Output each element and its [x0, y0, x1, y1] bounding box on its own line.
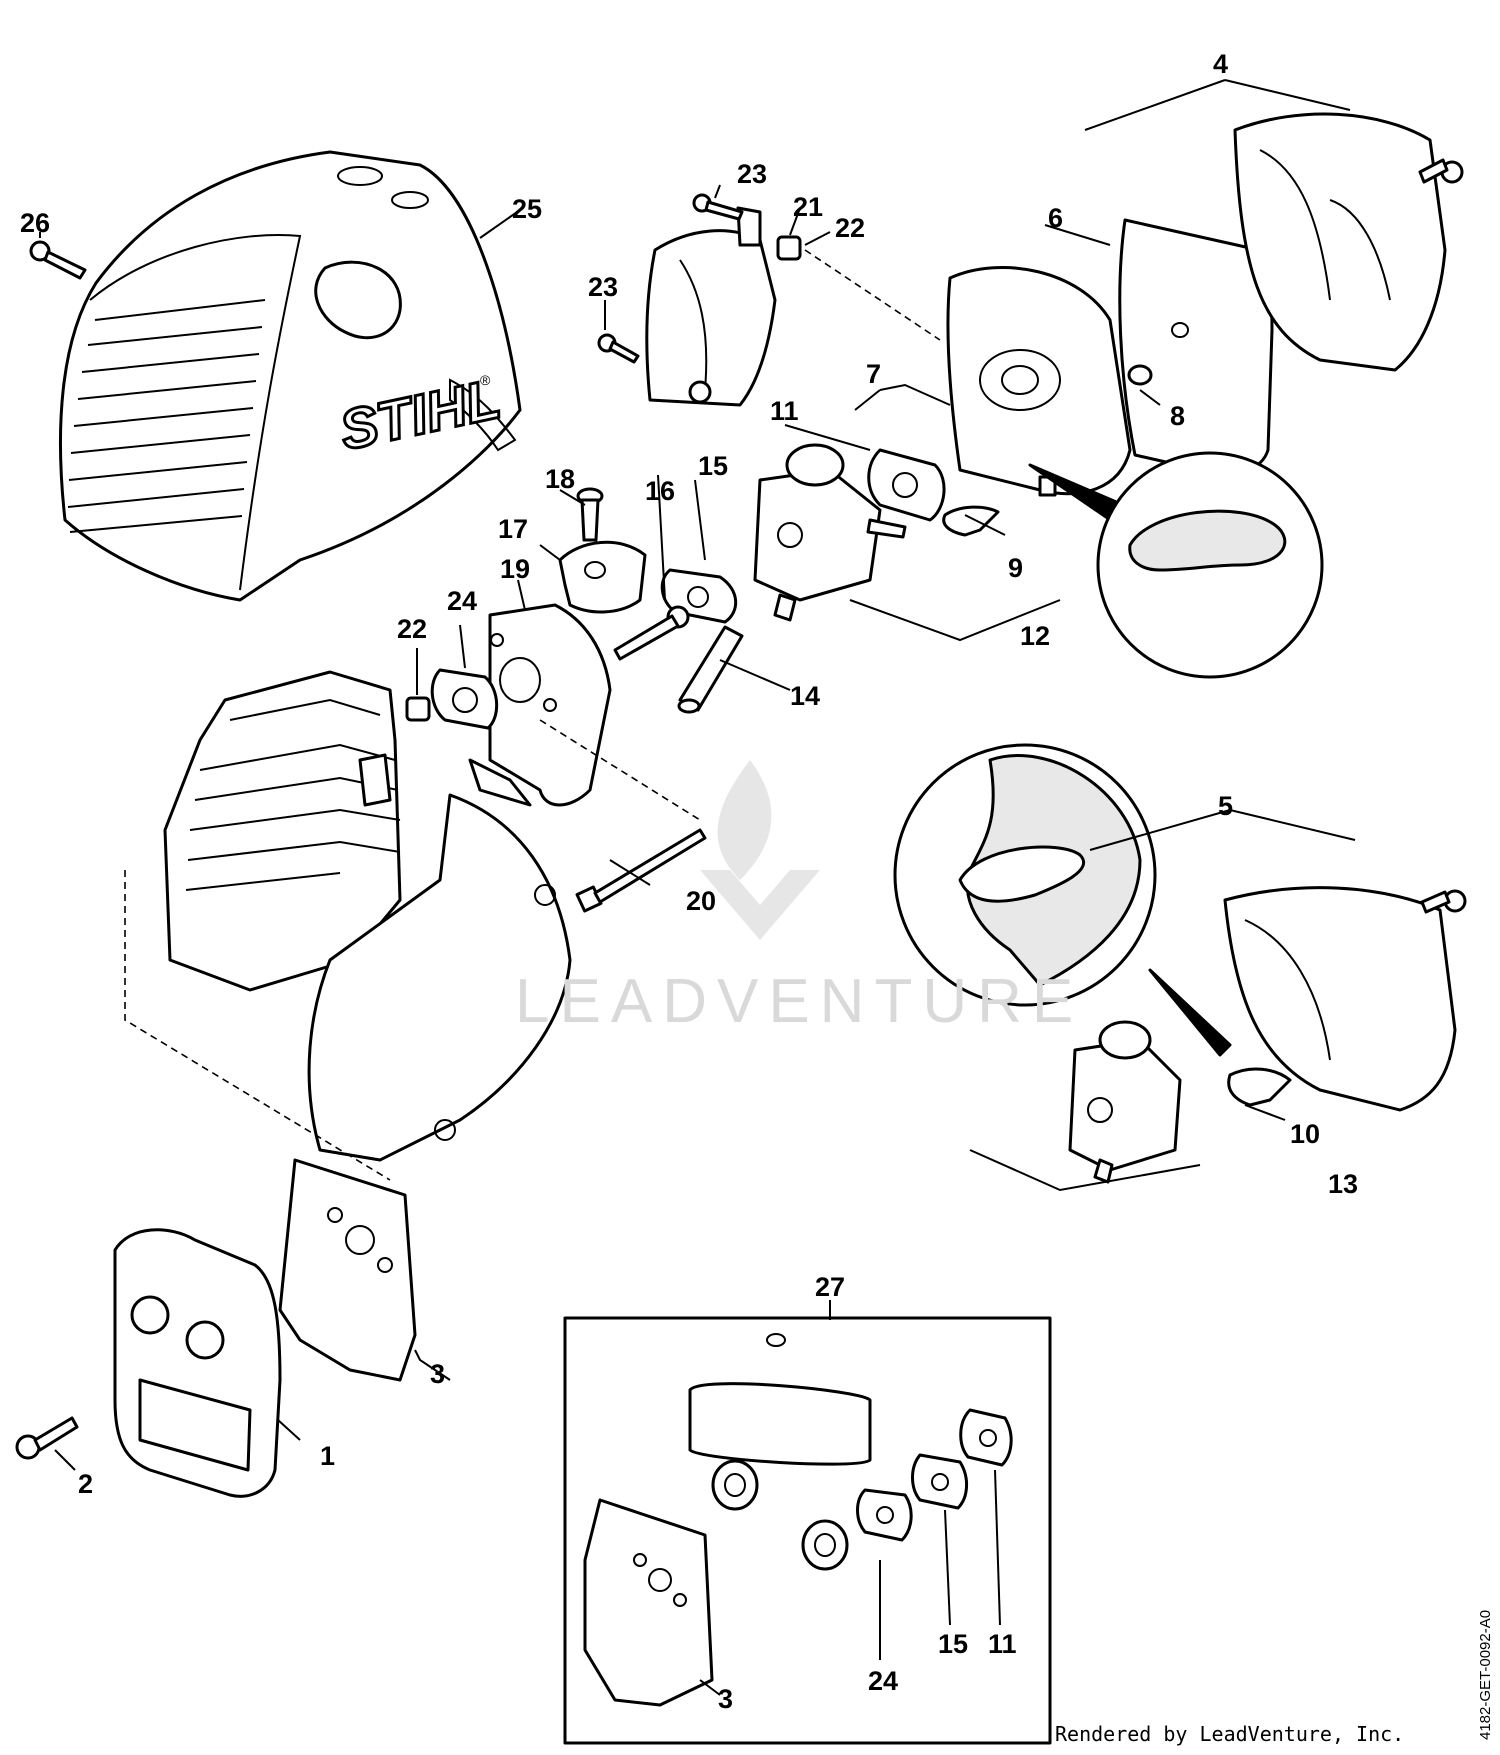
- callout-2: 2: [78, 1469, 93, 1499]
- gasket-11: [867, 448, 946, 522]
- screw-2: [15, 1416, 79, 1460]
- gasket-24: [430, 668, 499, 730]
- callout-9: 9: [1008, 553, 1023, 583]
- callout-25: 25: [512, 194, 542, 224]
- callout-13: 13: [1328, 1169, 1358, 1199]
- callout-17: 17: [498, 514, 528, 544]
- callout-26: 26: [20, 208, 50, 238]
- callout-27: 27: [815, 1272, 845, 1302]
- callout-6: 6: [1048, 203, 1063, 233]
- kit-callout-3: 3: [718, 1684, 733, 1714]
- engine-flange: [307, 793, 572, 1162]
- detail-magnifier-lever: [1028, 451, 1324, 679]
- callout-12: 12: [1020, 621, 1050, 651]
- document-code: 4182-GET-0092-A0: [1477, 1610, 1494, 1740]
- screw-23-upper: [692, 193, 744, 221]
- bolt-20: [575, 828, 707, 913]
- carburetor-13: [1068, 1020, 1182, 1184]
- bracket-17: [558, 540, 647, 614]
- cover-screw-5: [1420, 889, 1467, 914]
- choke-lever-9: [942, 505, 1000, 537]
- carburetor-12: [753, 443, 907, 622]
- callout-21: 21: [793, 192, 823, 222]
- muffler-1: [113, 1228, 282, 1498]
- heat-shield-3: [278, 1158, 417, 1382]
- callout-22-upper: 22: [835, 213, 865, 243]
- cover-screw-4: [1418, 158, 1464, 184]
- engine-shroud: STIHL ®: [59, 150, 522, 602]
- lever-10: [1227, 1067, 1292, 1107]
- callout-23-lower: 23: [588, 272, 618, 302]
- kit-callout-15: 15: [938, 1629, 968, 1659]
- intake-manifold-19: [468, 603, 612, 807]
- shroud-cooling-fins: [67, 299, 266, 533]
- detail-magnifier-lever-lower: [893, 743, 1232, 1057]
- callout-7: 7: [866, 359, 881, 389]
- callout-10: 10: [1290, 1119, 1320, 1149]
- callout-8: 8: [1170, 401, 1185, 431]
- air-filter-base: [946, 266, 1132, 497]
- filter-cover-4: [1233, 112, 1447, 372]
- kit-callout-11: 11: [988, 1629, 1017, 1659]
- kit-callout-24: 24: [868, 1666, 898, 1696]
- throttle-bracket: [645, 206, 777, 407]
- callout-15: 15: [698, 451, 728, 481]
- leadventure-watermark: LEADVENTURE: [515, 760, 1083, 1036]
- fuel-tube-14: [677, 625, 744, 714]
- callout-4: 4: [1213, 49, 1228, 79]
- nut-22-lower: [405, 696, 431, 722]
- callout-3: 3: [430, 1359, 445, 1389]
- gasket-kit-27: [563, 1316, 1052, 1745]
- shroud-screw: [29, 240, 87, 280]
- callout-14: 14: [790, 681, 820, 711]
- screw-23-lower: [597, 333, 640, 364]
- callout-5: 5: [1218, 791, 1233, 821]
- callout-20: 20: [686, 886, 716, 916]
- callout-19: 19: [500, 554, 530, 584]
- callout-23-upper: 23: [737, 159, 767, 189]
- registered-mark: ®: [480, 372, 491, 388]
- filter-cover-5: [1223, 886, 1457, 1112]
- callout-16: 16: [645, 476, 675, 506]
- callout-24: 24: [447, 586, 477, 616]
- screw-16: [613, 605, 690, 661]
- callout-1: 1: [320, 1441, 335, 1471]
- leader-lines: [39, 79, 1356, 1696]
- callout-11: 11: [770, 396, 799, 426]
- callout-22-lower: 22: [397, 614, 427, 644]
- rendered-by-footer: Rendered by LeadVenture, Inc.: [1055, 1722, 1405, 1746]
- filter-nut-8: [1127, 364, 1153, 386]
- watermark-text: LEADVENTURE: [515, 967, 1083, 1036]
- callout-18: 18: [545, 464, 575, 494]
- screw-18: [576, 487, 604, 542]
- callout-labels: 4 6 7 8 9 11 12 15 16 18 17 19 24 22 14 …: [20, 49, 1358, 1714]
- nut-22-upper: [776, 235, 802, 261]
